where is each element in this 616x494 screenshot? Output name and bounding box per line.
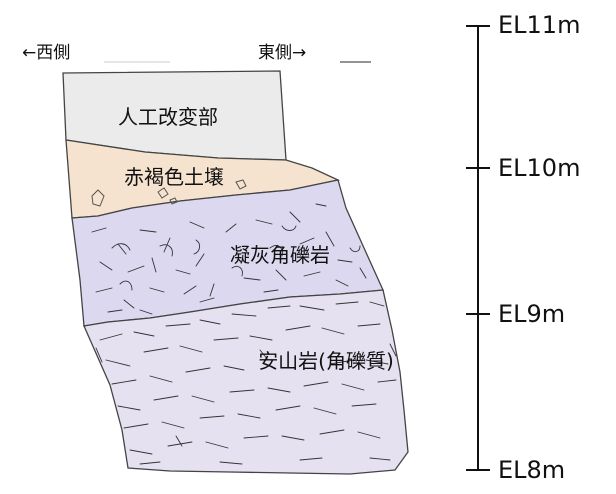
layer-label-andesite: 安山岩(角礫質) <box>258 349 394 373</box>
scale-label-el9: EL9m <box>498 300 565 328</box>
layer-andesite-breccia <box>83 289 409 475</box>
andesite-texture <box>95 301 397 465</box>
scale-label-el8: EL8m <box>498 456 565 484</box>
scale-label-el11: EL11m <box>498 11 580 39</box>
soil-pebbles <box>91 179 247 207</box>
west-direction-label: ←西側 <box>22 43 70 63</box>
layer-label-artificial: 人工改変部 <box>118 105 218 129</box>
section-column: 人工改変部 赤褐色土壌 凝灰角礫岩 安山岩(角礫質) <box>62 70 409 475</box>
layer-label-soil: 赤褐色土壌 <box>124 165 224 189</box>
tuff-breccia-texture <box>91 203 367 315</box>
east-direction-label: 東側→ <box>258 43 306 63</box>
elevation-scale: EL11m EL10m EL9m EL8m <box>466 11 580 484</box>
scale-label-el10: EL10m <box>498 154 580 182</box>
layer-label-tuff-breccia: 凝灰角礫岩 <box>230 243 330 267</box>
